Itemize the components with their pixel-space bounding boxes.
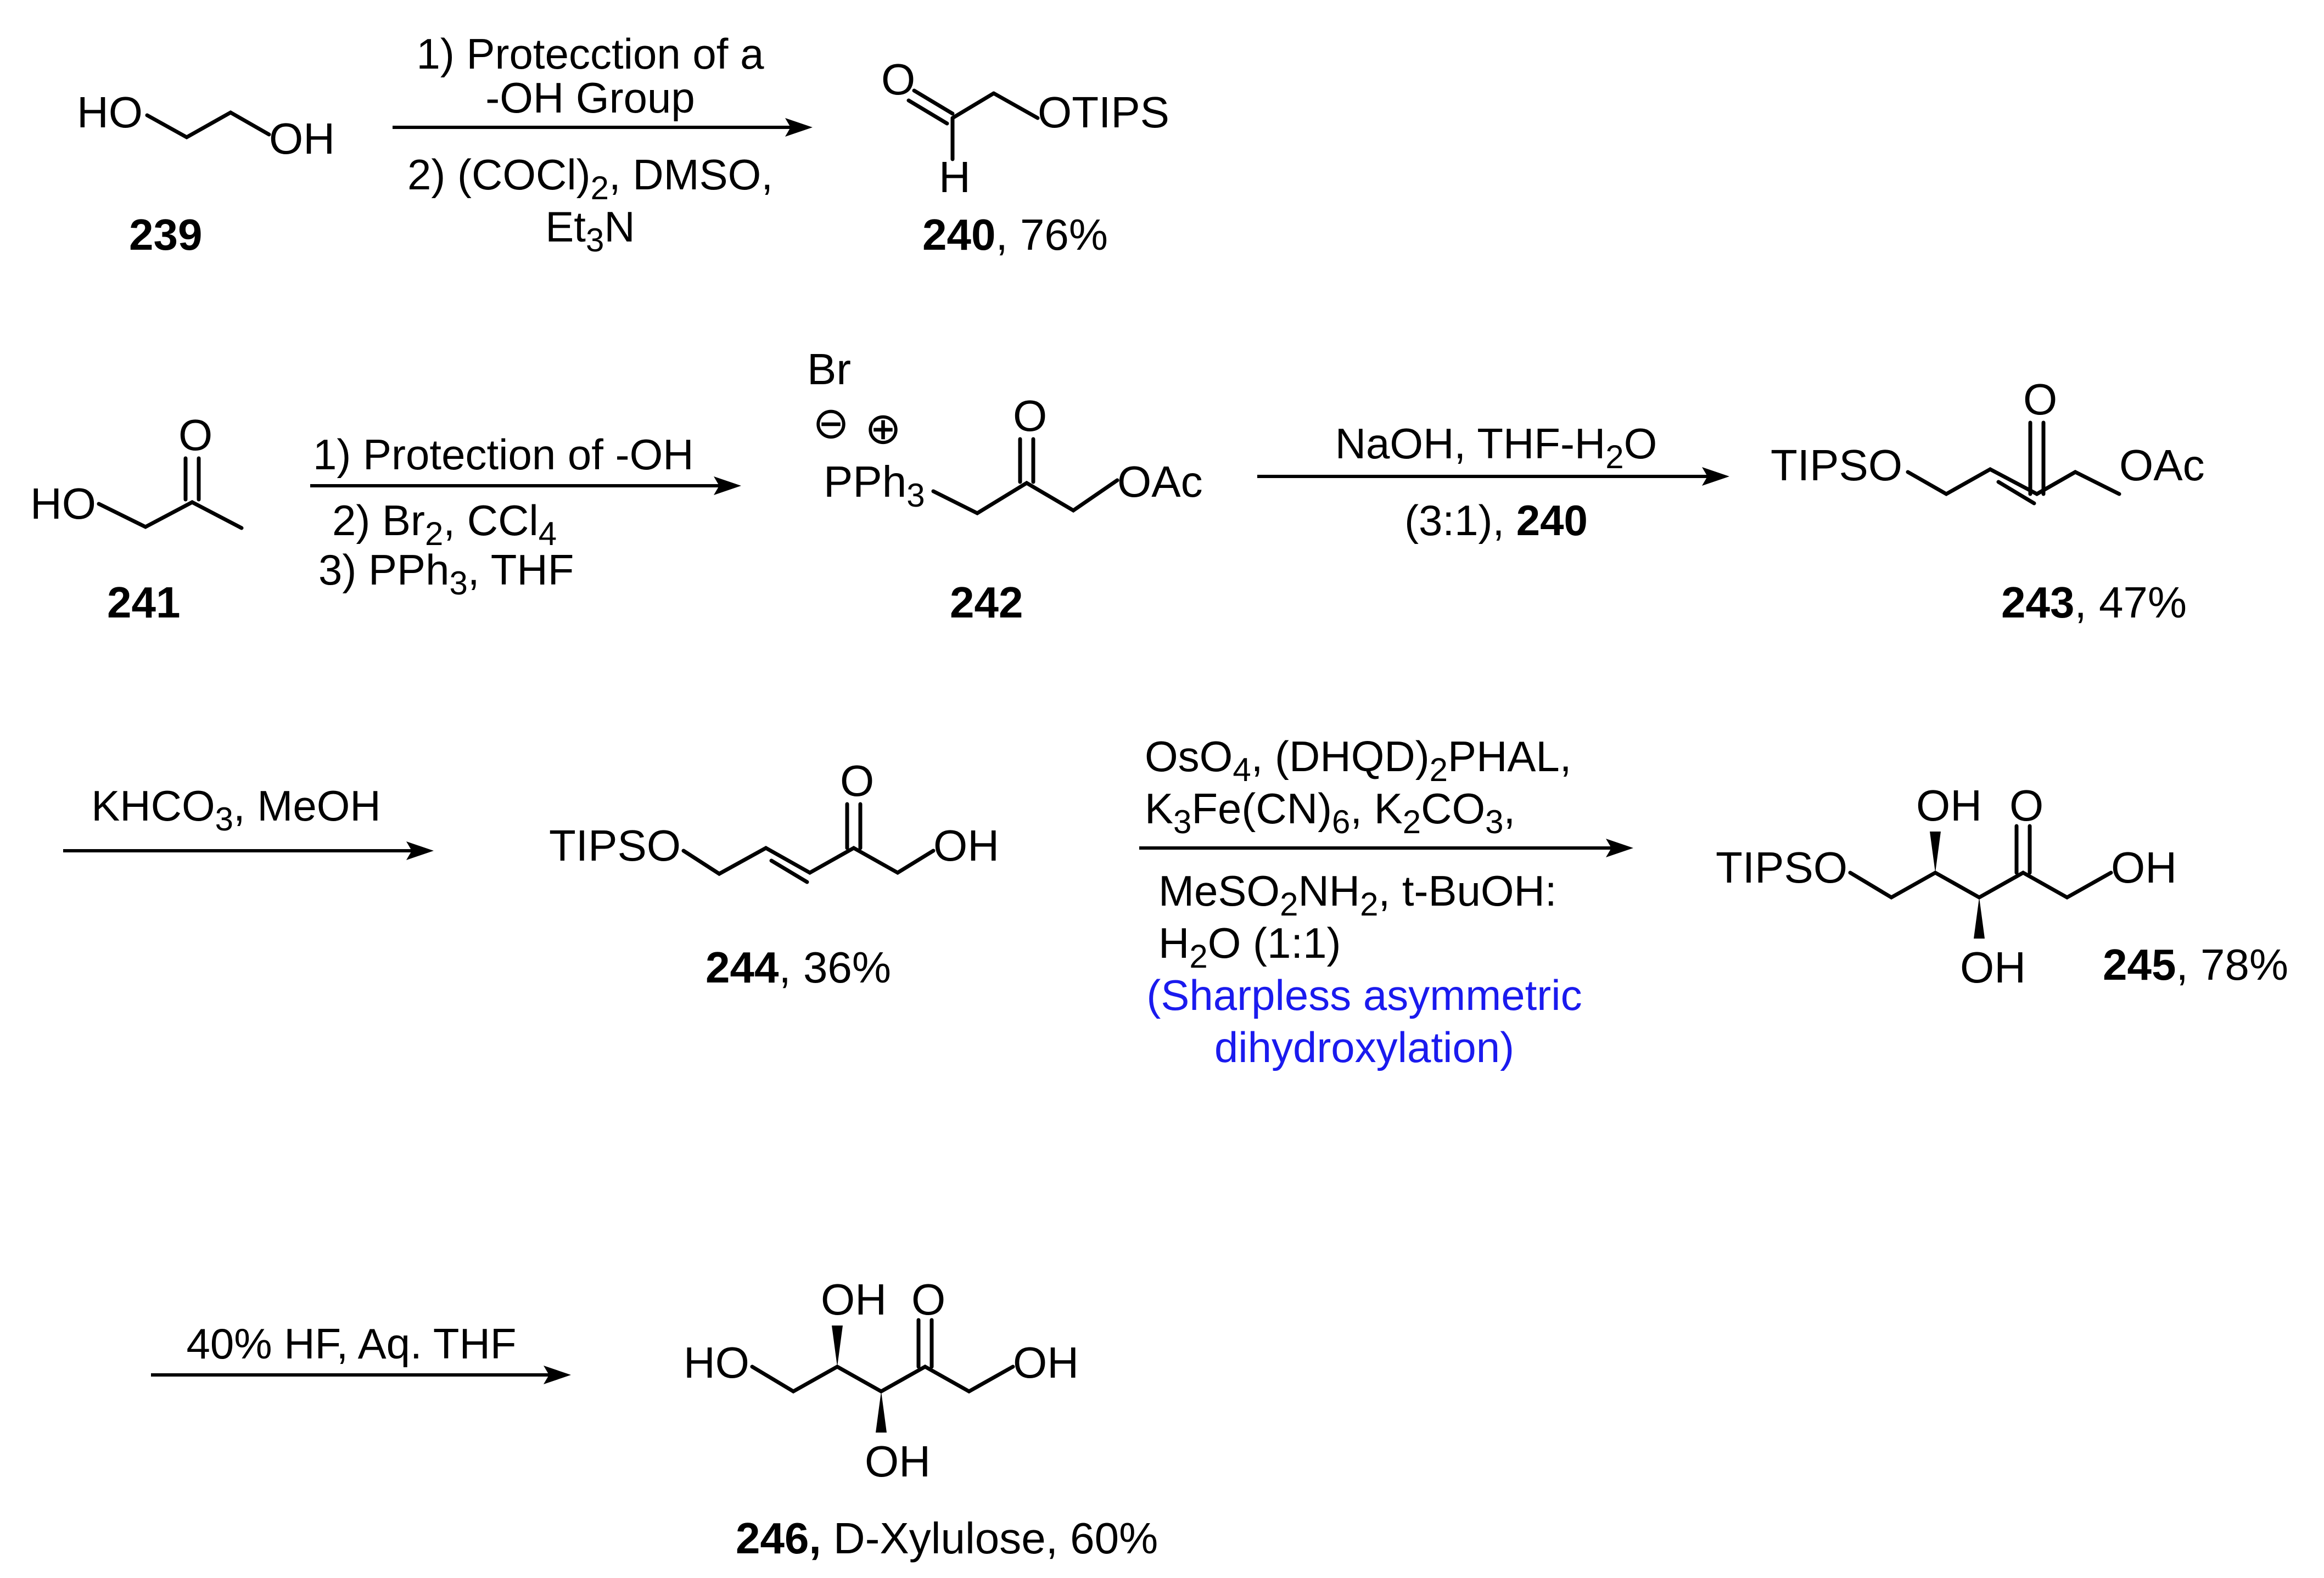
atom-label: O [2009, 781, 2043, 830]
bond [769, 858, 809, 884]
arrow-head [406, 841, 434, 860]
atom-label: OH [821, 1275, 887, 1324]
atom-label: HO [77, 88, 143, 137]
wedge-bond [832, 1326, 843, 1367]
arrow-head [544, 1366, 571, 1384]
wedge-bond [1974, 897, 1985, 939]
condition-text: 1) Protection of -OH [313, 430, 694, 479]
compound-number: 244, 36% [705, 943, 891, 992]
atom-label: OH [933, 821, 999, 870]
bond [912, 88, 955, 116]
condition-text: 1) Protecction of a [417, 30, 765, 78]
compound-number: 241 [107, 578, 180, 627]
reaction-name-note: (Sharpless asymmetric [1146, 971, 1582, 1019]
reaction-arrow-6: 40% HF, Aq. THF [151, 1319, 571, 1384]
compound-245: TIPSO OH OH O OH 245, 78% [1716, 781, 2288, 992]
atom-label: H [939, 153, 971, 201]
bond [1848, 870, 2113, 900]
condition-text: 40% HF, Aq. THF [186, 1319, 516, 1368]
charge-minus: ⊖ [813, 398, 849, 447]
reaction-arrow-5: OsO4, (DHQD)2PHAL, K3Fe(CN)6, K2CO3, MeS… [1139, 732, 1633, 1071]
condition-text: K3Fe(CN)6, K2CO3, [1145, 784, 1515, 840]
reaction-arrow-4: KHCO3, MeOH [63, 782, 434, 860]
wedge-bond [1930, 832, 1941, 873]
bond [931, 478, 1119, 515]
compound-240: O H OTIPS 240, 76% [881, 55, 1169, 259]
arrow-head [1606, 839, 1633, 857]
atom-label: OH [1916, 781, 1982, 830]
atom-label: Br [807, 345, 851, 394]
compound-246: HO OH OH O OH 246, D-Xylulose, 60% [684, 1275, 1158, 1563]
condition-text: H2O (1:1) [1158, 919, 1341, 975]
atom-label: O [178, 411, 212, 459]
condition-text: 3) PPh3, THF [318, 546, 574, 602]
atom-label: O [1013, 391, 1047, 440]
condition-text: (3:1), 240 [1404, 496, 1588, 544]
atom-label: O [911, 1275, 945, 1324]
compound-number: 243, 47% [2001, 578, 2187, 627]
bond [906, 98, 949, 126]
wedge-bond [876, 1391, 887, 1433]
bond [750, 1364, 1015, 1394]
compound-239: HO OH 239 [77, 88, 335, 259]
atom-label: OH [865, 1437, 931, 1486]
bond [1996, 480, 2036, 506]
compound-number: 240, 76% [922, 210, 1108, 259]
reaction-name-note: dihydroxylation) [1214, 1023, 1514, 1071]
atom-label: OH [2111, 843, 2177, 892]
atom-label: OH [269, 114, 335, 163]
condition-text: 2) Br2, CCl4 [332, 496, 557, 552]
atom-label: O [2023, 375, 2057, 424]
condition-text: Et3N [545, 203, 635, 259]
arrow-head [785, 118, 813, 137]
atom-label: HO [684, 1338, 749, 1387]
condition-text: OsO4, (DHQD)2PHAL, [1145, 732, 1571, 788]
bond [681, 845, 936, 877]
compound-244: TIPSO O OH 244, 36% [549, 756, 999, 992]
condition-text: MeSO2NH2, t-BuOH: [1158, 867, 1557, 923]
compound-242: Br ⊖ ⊕ PPh3 O OAc 242 [807, 345, 1203, 627]
compound-number: 239 [129, 210, 202, 259]
compound-241: O HO 241 [30, 411, 244, 627]
atom-label: TIPSO [1771, 441, 1902, 490]
atom-label: TIPSO [1716, 843, 1847, 892]
atom-label: TIPSO [549, 821, 681, 870]
arrow-head [714, 476, 741, 495]
atom-label: OAc [2119, 441, 2205, 490]
bond [992, 91, 1040, 120]
compound-243: TIPSO O OAc 243, 47% [1771, 375, 2205, 627]
bond [97, 500, 244, 530]
atom-label: OTIPS [1038, 88, 1169, 137]
reaction-arrow-1: 1) Protecction of a -OH Group 2) (COCl)2… [393, 30, 813, 259]
atom-label: O [881, 55, 915, 104]
compound-number: 245, 78% [2103, 940, 2288, 989]
bond [950, 91, 996, 120]
charge-plus: ⊕ [865, 404, 901, 453]
condition-text: NaOH, THF-H2O [1335, 419, 1657, 475]
atom-label: O [840, 756, 874, 805]
reaction-arrow-2: 1) Protection of -OH 2) Br2, CCl4 3) PPh… [310, 430, 741, 602]
condition-text: 2) (COCl)2, DMSO, [407, 150, 773, 206]
atom-label: OAc [1117, 457, 1203, 506]
atom-label: OH [1013, 1338, 1079, 1387]
bond [145, 110, 271, 140]
bond [2035, 470, 2077, 496]
compound-number: 242 [950, 578, 1023, 627]
reaction-arrow-3: NaOH, THF-H2O (3:1), 240 [1257, 419, 1729, 544]
atom-label: OH [1960, 943, 2026, 992]
condition-text: KHCO3, MeOH [91, 782, 380, 838]
compound-number: 246, D-Xylulose, 60% [736, 1514, 1158, 1563]
arrow-head [1702, 467, 1729, 486]
bond [1906, 467, 2121, 497]
atom-label: HO [30, 479, 96, 528]
condition-text: -OH Group [485, 74, 695, 122]
atom-label: PPh3 [824, 457, 925, 514]
